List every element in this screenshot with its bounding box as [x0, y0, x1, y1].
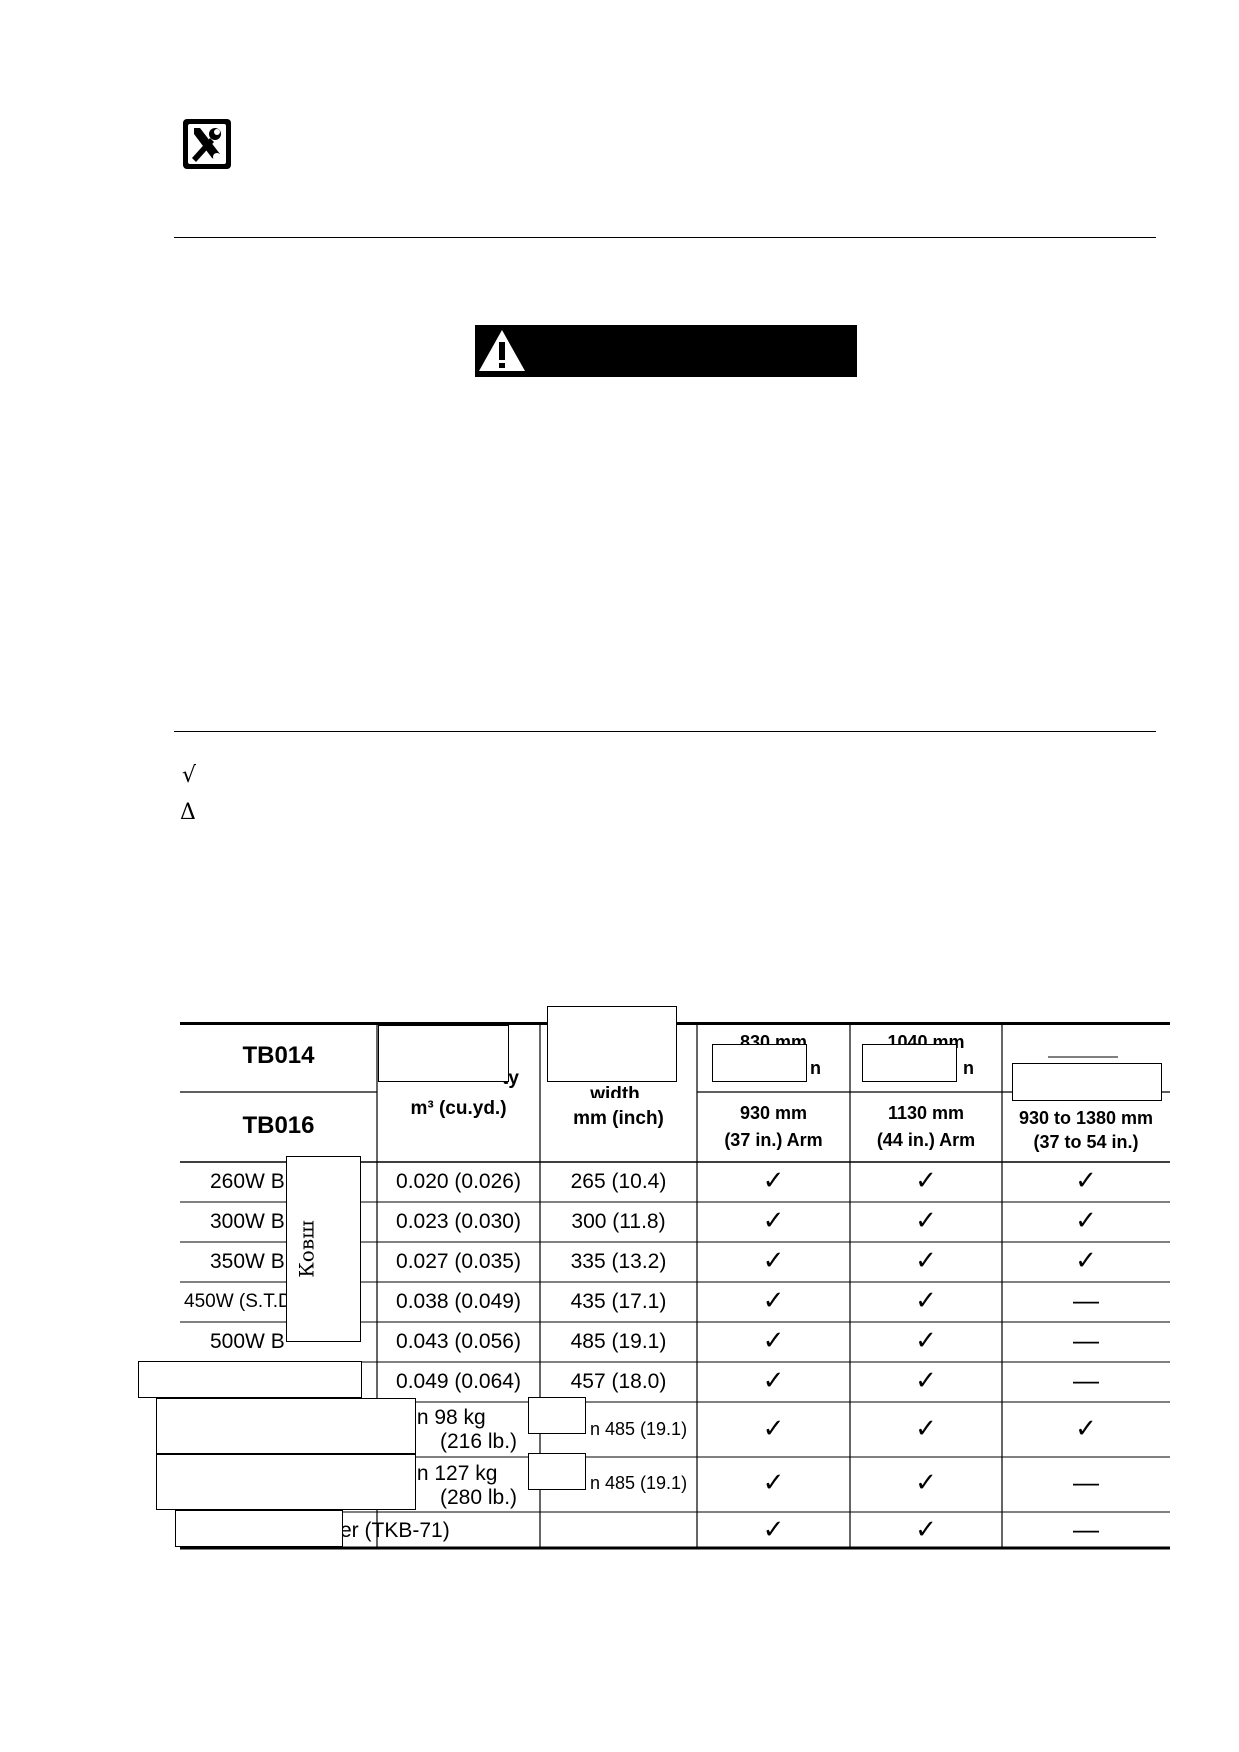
row-width: 265 (10.4) — [570, 1170, 667, 1193]
arm2-top-partial: n — [963, 1058, 974, 1078]
check-icon: ✓ — [762, 1245, 785, 1275]
row-capacity: 0.049 (0.064) — [396, 1370, 521, 1393]
row-capacity-line1: ithin 127 kg — [390, 1462, 498, 1485]
redaction-box — [138, 1361, 362, 1398]
check-icon: ✓ — [915, 1365, 937, 1395]
check-icon: ✓ — [915, 1285, 937, 1315]
arm2-bottom-header-line1: 1130 mm — [887, 1103, 965, 1123]
bucket-label-box: Ковш — [286, 1156, 361, 1342]
check-icon: ✓ — [762, 1325, 785, 1355]
row-width: n 485 (19.1) — [590, 1473, 688, 1493]
row-width: 435 (17.1) — [570, 1290, 667, 1313]
check-icon: ✓ — [1075, 1205, 1097, 1235]
model-header-tb016: TB016 — [242, 1112, 315, 1139]
arm2-bottom-header-line2: (44 in.) Arm — [876, 1130, 976, 1150]
check-icon: ✓ — [915, 1514, 937, 1544]
row-name: 450W (S.T.D — [184, 1291, 292, 1312]
check-icon: ✓ — [762, 1205, 785, 1235]
row-width: 485 (19.1) — [570, 1330, 667, 1353]
check-icon: ✓ — [915, 1205, 937, 1235]
row-name: 350W B — [210, 1250, 285, 1273]
row-capacity: 0.020 (0.026) — [396, 1170, 521, 1193]
row-capacity-line2: (216 lb.) — [440, 1430, 518, 1453]
check-icon: ✓ — [915, 1165, 937, 1195]
row-capacity: 0.027 (0.035) — [396, 1250, 521, 1273]
check-icon: ✓ — [915, 1467, 937, 1497]
dash-icon: — — [1073, 1325, 1099, 1355]
check-icon: ✓ — [762, 1413, 785, 1443]
warning-label-redacted — [529, 325, 857, 377]
check-legend-symbol: √ — [182, 763, 197, 788]
dash-icon: — — [1073, 1285, 1099, 1315]
warning-banner — [475, 325, 857, 377]
row-width: 300 (11.8) — [571, 1210, 666, 1233]
row-width: n 485 (19.1) — [590, 1419, 688, 1439]
warning-triangle-icon — [475, 325, 529, 377]
tools-icon — [182, 118, 232, 170]
check-icon: ✓ — [762, 1514, 785, 1544]
top-rule — [174, 237, 1156, 238]
check-icon: ✓ — [762, 1365, 785, 1395]
check-icon: ✓ — [762, 1285, 785, 1315]
redaction-box — [528, 1397, 586, 1434]
check-icon: ✓ — [915, 1245, 937, 1275]
arm1-bottom-header-line2: (37 in.) Arm — [724, 1130, 823, 1150]
dash-icon: — — [1073, 1467, 1099, 1497]
check-icon: ✓ — [915, 1413, 937, 1443]
check-icon: ✓ — [762, 1467, 785, 1497]
arm1-bottom-header-line1: 930 mm — [739, 1103, 808, 1123]
row-capacity: 0.043 (0.056) — [396, 1330, 521, 1353]
width-header-partial: width — [590, 1084, 640, 1098]
dash-icon: — — [1073, 1365, 1099, 1395]
redaction-box — [547, 1006, 677, 1082]
arm3-bottom-header-line2: (37 to 54 in.) — [1033, 1132, 1139, 1152]
middle-rule — [174, 731, 1156, 732]
row-name: 300W B — [210, 1210, 285, 1233]
redaction-box — [712, 1044, 807, 1082]
row-name: er (TKB-71) — [340, 1519, 450, 1542]
redaction-box — [156, 1398, 416, 1454]
row-name: 260W B — [210, 1170, 285, 1193]
redaction-box — [378, 1025, 509, 1082]
redaction-box — [156, 1454, 416, 1510]
redaction-box — [528, 1453, 586, 1490]
row-name: 500W B — [210, 1330, 285, 1353]
arm3-bottom-header-line1: 930 to 1380 mm — [1018, 1108, 1154, 1128]
check-icon: ✓ — [1075, 1245, 1097, 1275]
check-icon: ✓ — [1075, 1413, 1097, 1443]
check-icon: ✓ — [915, 1325, 937, 1355]
width-header-unit: mm (inch) — [573, 1108, 664, 1129]
model-header-tb014: TB014 — [242, 1042, 315, 1069]
capacity-header-unit: m³ (cu.yd.) — [410, 1098, 507, 1119]
redaction-box — [175, 1510, 343, 1547]
row-width: 457 (18.0) — [570, 1370, 667, 1393]
row-width: 335 (13.2) — [570, 1250, 667, 1273]
check-icon: ✓ — [762, 1165, 785, 1195]
arm1-top-partial: n — [810, 1058, 821, 1078]
redaction-box — [862, 1044, 957, 1082]
row-capacity: 0.023 (0.030) — [396, 1210, 521, 1233]
delta-legend-symbol: Δ — [180, 800, 196, 825]
row-capacity-line2: (280 lb.) — [440, 1486, 518, 1509]
row-capacity: 0.038 (0.049) — [396, 1290, 521, 1313]
check-icon: ✓ — [1075, 1165, 1097, 1195]
dash-icon: — — [1073, 1514, 1099, 1544]
redaction-box — [1012, 1063, 1162, 1101]
bucket-vertical-label: Ковш — [294, 1220, 319, 1278]
